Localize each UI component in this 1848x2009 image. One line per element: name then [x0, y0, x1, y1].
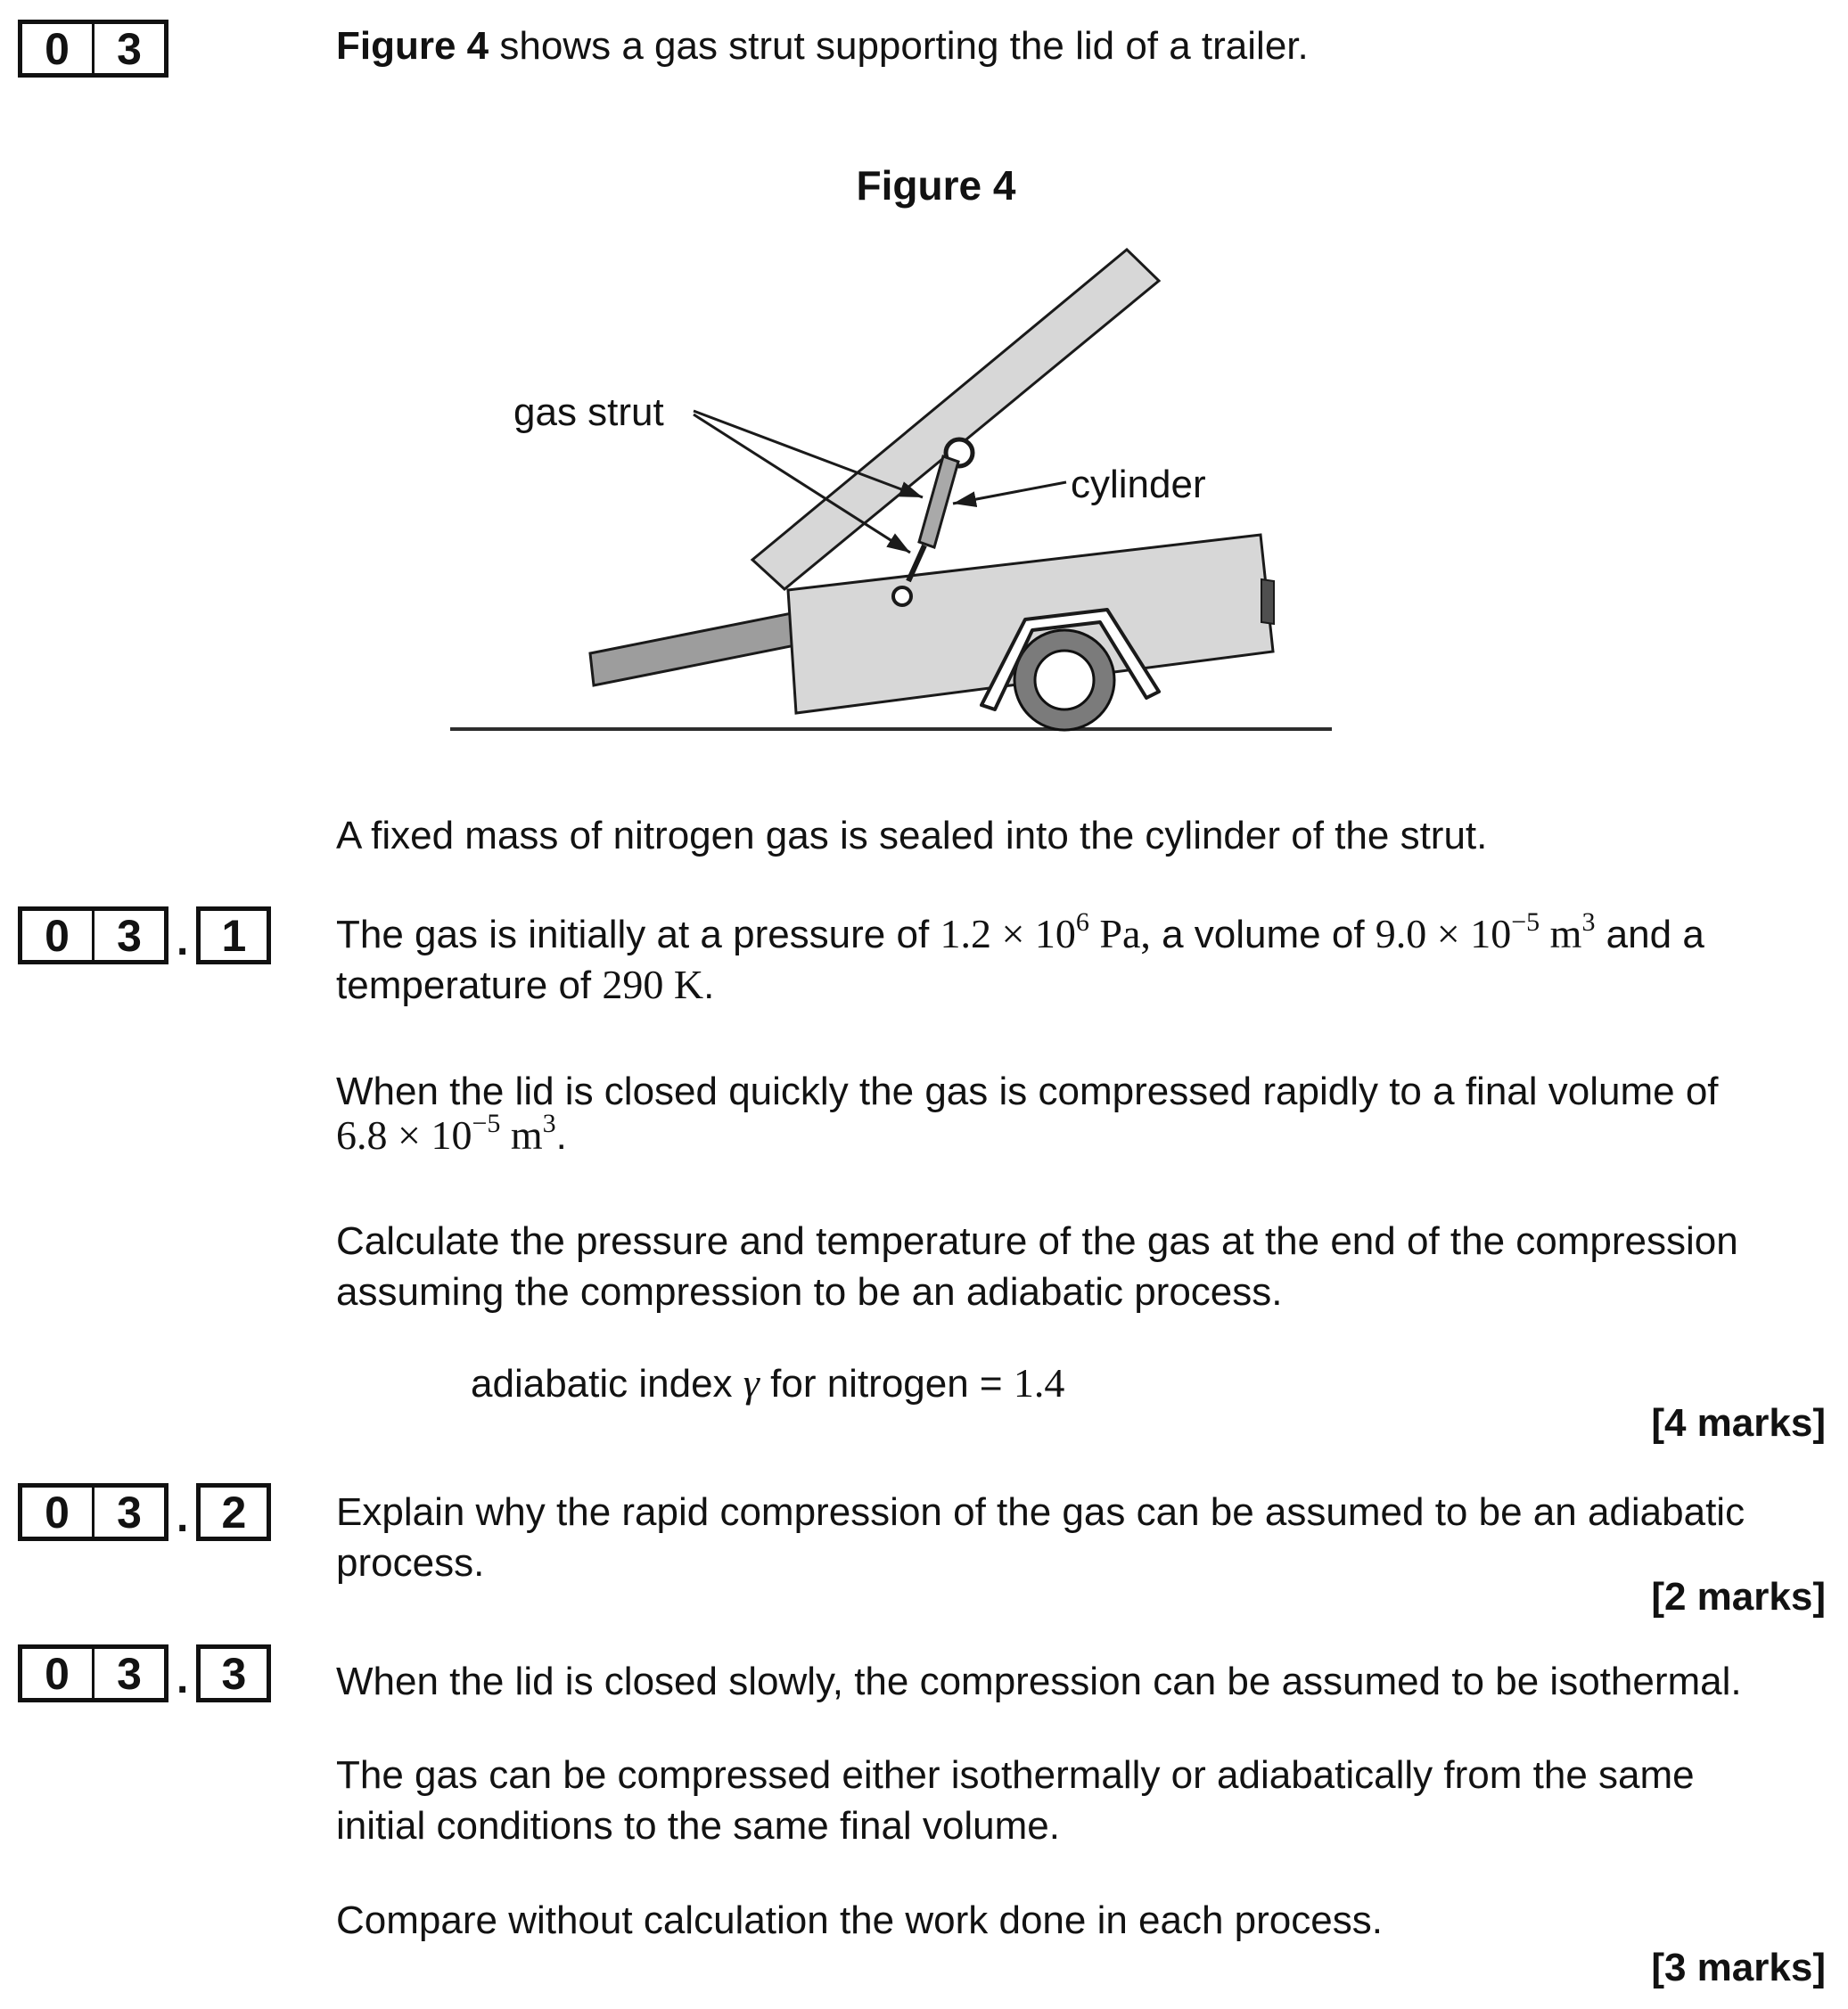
cylinder-arrow [952, 480, 1067, 508]
question-digit: 0 [45, 23, 70, 74]
text-segment: temperature of [336, 964, 603, 1007]
question-number-pair: 0 3 [18, 906, 168, 964]
value-pressure: 1.2 × 10 [940, 911, 1076, 956]
exponent: 3 [542, 1109, 556, 1138]
strut-cylinder [917, 455, 960, 549]
q031-line4: 6.8 × 10−5 m3. [336, 1109, 567, 1165]
question-number-box-03: 0 3 [18, 20, 168, 78]
question-subnumber: 3 [196, 1644, 272, 1702]
q033-line2: The gas can be compressed either isother… [336, 1753, 1695, 1797]
text-segment: adiabatic index [471, 1362, 743, 1406]
question-digit: 0 [45, 1487, 70, 1538]
figure-title: Figure 4 [856, 162, 1016, 209]
strut-lower-mount-pin [891, 586, 913, 607]
cylinder-label: cylinder [1071, 463, 1206, 506]
gas-strut-arrow-upper [693, 409, 924, 499]
intro-line: Figure 4 shows a gas strut supporting th… [336, 21, 1309, 70]
q033-line4: Compare without calculation the work don… [336, 1898, 1383, 1942]
tail-light [1261, 578, 1275, 626]
text-segment: The gas is initially at a pressure of [336, 913, 940, 956]
question-subnumber: 2 [196, 1483, 272, 1541]
q032-line1: Explain why the rapid compression of the… [336, 1490, 1745, 1534]
adiabatic-index-line: adiabatic index γ for nitrogen = 1.4 [471, 1358, 1064, 1408]
q033-line3: initial conditions to the same final vol… [336, 1804, 1060, 1848]
question-digit: 3 [92, 24, 164, 74]
gas-strut-arrow-lower [693, 413, 911, 554]
gas-strut-label: gas strut [513, 390, 664, 434]
intro-text: shows a gas strut supporting the lid of … [489, 24, 1309, 68]
text-segment: . [555, 1114, 567, 1158]
tow-bar [588, 611, 801, 687]
unit-m: m [1540, 911, 1582, 956]
box-separator-dot: . [177, 917, 189, 964]
question-number-pair: 0 3 [18, 1483, 168, 1541]
q031-line5: Calculate the pressure and temperature o… [336, 1219, 1738, 1263]
value-gamma: 1.4 [1013, 1360, 1065, 1406]
q031-line3: When the lid is closed quickly the gas i… [336, 1070, 1719, 1113]
trailer-lid [750, 247, 1162, 591]
wheel-hub [1033, 649, 1096, 711]
question-number-box-03-1: 0 3 . 1 [18, 906, 272, 964]
figure-reference: Figure 4 [336, 24, 489, 68]
unit-m: m [500, 1112, 543, 1158]
question-digit: 3 [92, 1649, 164, 1699]
value-volume: 9.0 × 10 [1375, 911, 1512, 956]
gamma-symbol: γ [743, 1360, 760, 1406]
marks-q032: [2 marks] [1651, 1575, 1826, 1619]
question-digit: 0 [45, 910, 70, 961]
text-segment: for nitrogen = [759, 1362, 1014, 1406]
q031-line6: assuming the compression to be an adiaba… [336, 1270, 1283, 1314]
marks-q031: [4 marks] [1651, 1401, 1826, 1445]
text-segment: and a [1595, 913, 1704, 956]
exponent: 6 [1075, 907, 1089, 937]
marks-q033: [3 marks] [1651, 1946, 1826, 1989]
question-digit: 0 [45, 1648, 70, 1699]
paragraph-fixed-mass: A fixed mass of nitrogen gas is sealed i… [336, 814, 1488, 857]
exponent: −5 [1511, 907, 1540, 937]
value-final-volume: 6.8 × 10 [336, 1112, 472, 1158]
box-separator-dot: . [177, 1655, 189, 1702]
box-separator-dot: . [177, 1494, 189, 1541]
question-number-box-03-3: 0 3 . 3 [18, 1644, 272, 1702]
exponent: −5 [472, 1109, 501, 1138]
question-subnumber: 1 [196, 906, 272, 964]
mudguard [980, 608, 1161, 711]
q032-line2: process. [336, 1541, 485, 1585]
question-number-box-03-2: 0 3 . 2 [18, 1483, 272, 1541]
question-digit: 3 [92, 911, 164, 961]
question-number-pair: 0 3 [18, 1644, 168, 1702]
question-number-pair: 0 3 [18, 20, 168, 78]
q031-line2: temperature of 290 K. [336, 960, 714, 1010]
text-segment: . [703, 964, 715, 1007]
value-temperature: 290 K [602, 962, 704, 1007]
unit-pa: Pa, [1088, 911, 1151, 956]
text-segment: a volume of [1150, 913, 1376, 956]
question-digit: 3 [92, 1488, 164, 1538]
q033-line1: When the lid is closed slowly, the compr… [336, 1660, 1742, 1703]
exponent: 3 [1581, 907, 1596, 937]
strut-piston-rod [906, 544, 927, 583]
q031-line1: The gas is initially at a pressure of 1.… [336, 907, 1704, 964]
trailer-diagram: gas strut cylinder [450, 247, 1332, 732]
